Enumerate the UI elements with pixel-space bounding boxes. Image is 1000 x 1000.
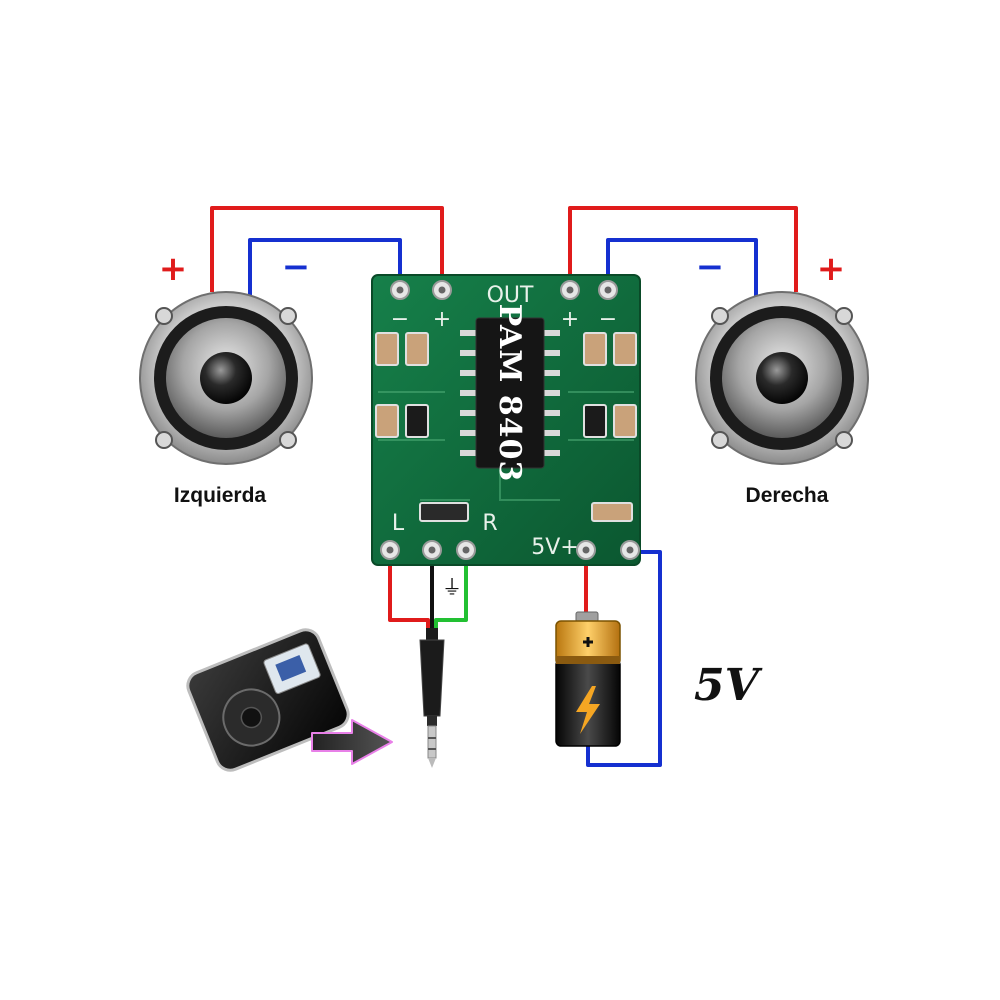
left-minus-sign: − [282,247,311,287]
right-audio-wire [434,552,468,632]
input-terminals [380,540,640,560]
left-plus-sign: + [159,249,188,289]
left-speaker-negative-wire [248,238,402,298]
right-minus-sign: − [696,247,725,287]
left-speaker-label: Izquierda [174,484,267,507]
five-v-pin-label: 5V+ [531,535,578,560]
battery-icon [555,611,621,747]
left-channel-label: L [392,511,405,536]
arrow-right-icon [311,719,393,765]
pcb-plus-right: + [561,307,579,332]
mp3-player-icon [186,628,350,772]
right-channel-label: R [482,511,497,536]
speaker-icon [139,291,313,465]
right-speaker: Derecha [695,291,869,507]
pcb-minus-left: − [391,307,409,332]
left-speaker: Izquierda [139,291,313,507]
right-speaker-negative-wire [606,238,758,298]
left-speaker-positive-wire [210,206,444,292]
right-speaker-label: Derecha [746,484,829,507]
pcb-plus-left: + [433,307,451,332]
audio-jack-icon [419,628,445,768]
amplifier-board: OUT − + + − [371,274,641,566]
supply-voltage-label: 5V [694,660,763,711]
left-audio-wire [388,552,430,632]
out-label: OUT [487,283,534,308]
pcb-minus-right: − [599,307,617,332]
output-terminals [390,280,618,300]
chip-label: PAM 8403 [492,304,527,483]
supply-negative-wire [586,550,662,767]
smd-components [375,332,637,522]
speaker-icon [695,291,869,465]
ground-symbol: ⏚ [442,575,462,599]
right-plus-sign: + [817,249,846,289]
pam8403-chip: PAM 8403 [460,304,560,483]
right-speaker-positive-wire [568,206,798,292]
